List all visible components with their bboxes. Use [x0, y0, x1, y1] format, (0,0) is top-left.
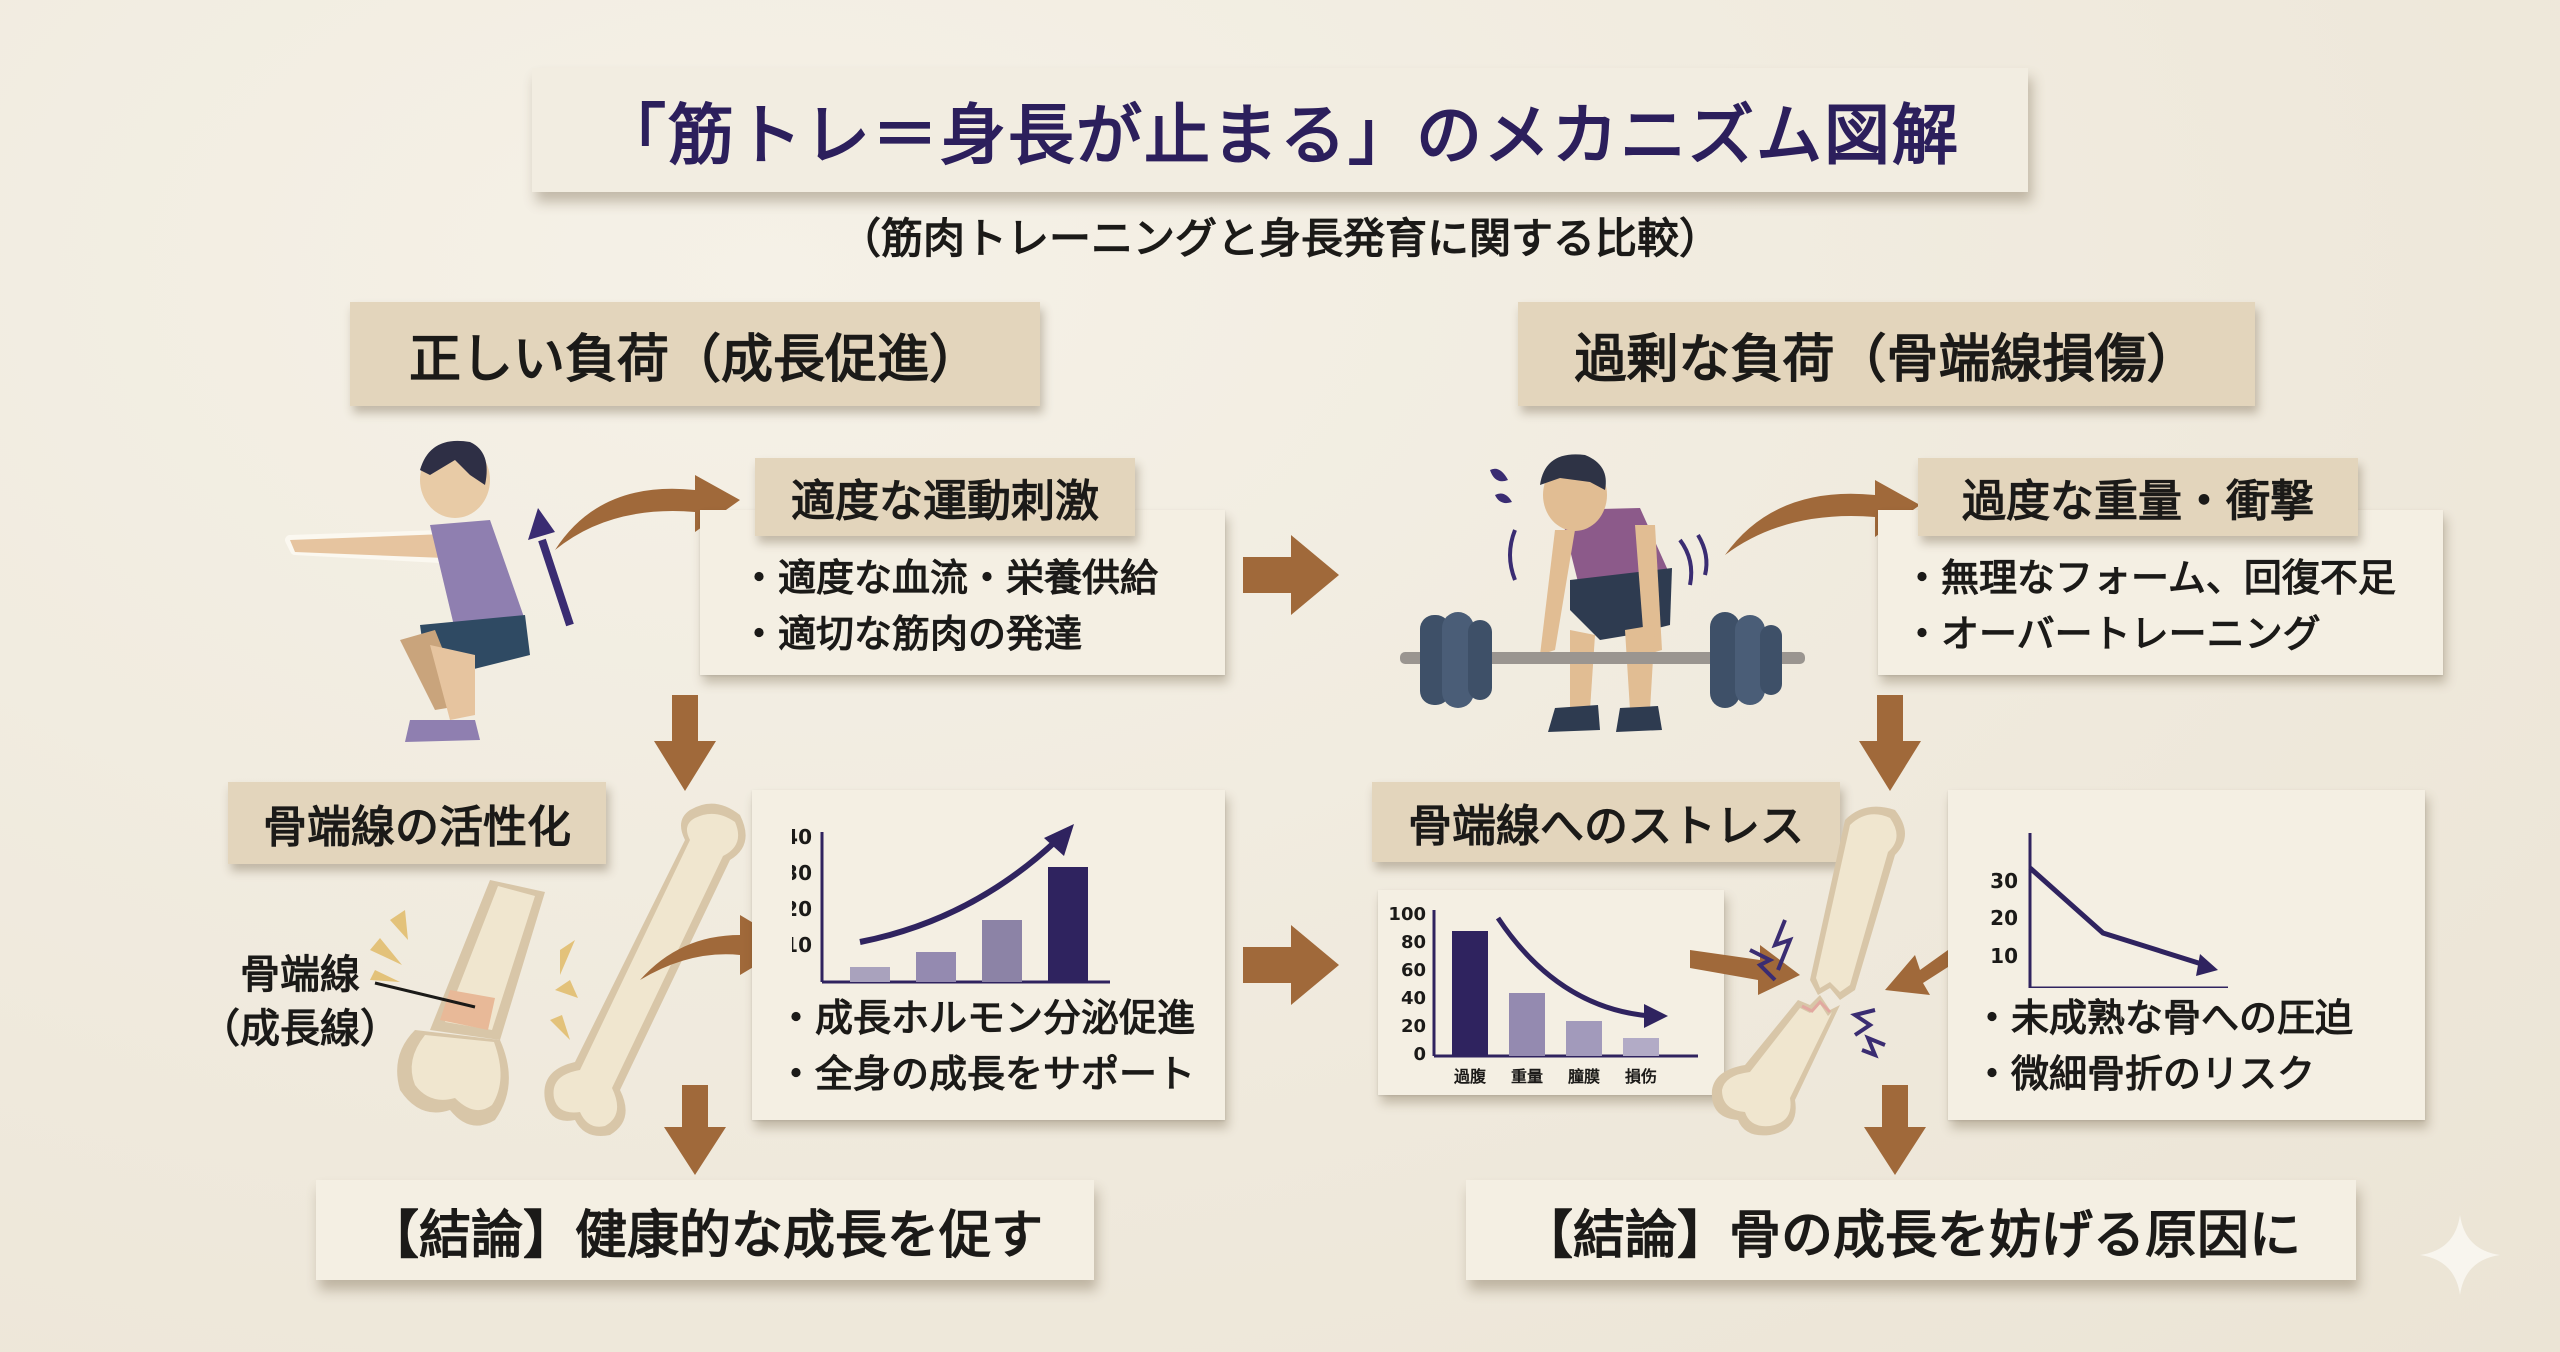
curved-arrow-icon [555, 475, 740, 550]
left-stimulus-card: ・適度な血流・栄養供給 ・適切な筋肉の発達 [700, 510, 1225, 675]
x-tick-label: 過腹 [1453, 1067, 1487, 1086]
risk-line-chart: 30 20 10 [1990, 833, 2228, 988]
svg-text:40: 40 [1401, 988, 1426, 1009]
svg-text:20: 20 [1401, 1016, 1426, 1037]
svg-text:10: 10 [1990, 944, 2018, 968]
bone-icon [544, 803, 746, 1136]
stress-bar-chart: 100 80 60 40 20 0 過腹 重量 膧膜 損伤 [1388, 904, 1698, 1086]
person-deadlift-icon [1400, 454, 1805, 732]
growth-plate-note: 骨端線 （成長線） [200, 952, 400, 1052]
growth-plate-label: 骨端線の活性化 [228, 782, 606, 864]
x-tick-label: 損伤 [1625, 1067, 1657, 1086]
down-arrow-icon [654, 695, 716, 791]
svg-text:20: 20 [1990, 906, 2018, 930]
svg-text:10: 10 [792, 933, 812, 957]
left-conclusion: 【結論】健康的な成長を促す [316, 1180, 1094, 1280]
person-squat-icon [285, 440, 574, 742]
curved-arrow-icon [1725, 480, 1920, 555]
svg-text:80: 80 [1401, 932, 1426, 953]
growth-plate-bone-icon [370, 880, 578, 1126]
bullet-item: ・適切な筋肉の発達 [740, 612, 1083, 656]
right-effect-card: 30 20 10 ・未成熟な骨への圧迫 ・微細骨折のリスク [1948, 790, 2425, 1120]
svg-text:100: 100 [1388, 904, 1426, 925]
bullet-item: ・未成熟な骨への圧迫 [1973, 996, 2354, 1040]
flow-arrow-icon [1243, 535, 1339, 615]
bullet-item: ・オーバートレーニング [1903, 612, 2321, 656]
svg-text:20: 20 [792, 897, 812, 921]
down-arrow-icon [1859, 695, 1921, 791]
svg-text:0: 0 [1413, 1044, 1426, 1065]
x-tick-label: 膧膜 [1568, 1067, 1600, 1086]
growth-bar-chart: 40 30 20 10 [792, 824, 1110, 984]
bullet-item: ・成長ホルモン分泌促進 [777, 996, 1196, 1040]
left-stimulus-label: 適度な運動刺激 [755, 458, 1135, 536]
page-title: 「筋トレ＝身長が止まる」のメカニズム図解 [532, 68, 2028, 192]
svg-text:30: 30 [792, 861, 812, 885]
down-arrow-icon [1864, 1085, 1926, 1175]
bullet-item: ・無理なフォーム、回復不足 [1903, 556, 2396, 600]
right-stimulus-card: ・無理なフォーム、回復不足 ・オーバートレーニング [1878, 510, 2443, 675]
sparkle-icon [2420, 1215, 2500, 1295]
left-section-title: 正しい負荷（成長促進） [350, 302, 1040, 406]
svg-text:30: 30 [1990, 869, 2018, 893]
down-arrow-icon [664, 1085, 726, 1175]
bullet-item: ・適度な血流・栄養供給 [740, 556, 1159, 600]
svg-text:60: 60 [1401, 960, 1426, 981]
left-effect-card: 40 30 20 10 ・成長ホルモン分泌促進 ・全身の成長をサポート [752, 790, 1225, 1120]
bullet-item: ・微細骨折のリスク [1973, 1052, 2316, 1096]
stress-chart-card: 100 80 60 40 20 0 過腹 重量 膧膜 損伤 [1378, 890, 1724, 1095]
right-conclusion: 【結論】骨の成長を妨げる原因に [1466, 1180, 2356, 1280]
bone-stress-label: 骨端線へのストレス [1372, 782, 1840, 862]
bullet-item: ・全身の成長をサポート [777, 1052, 1196, 1096]
right-section-title: 過剰な負荷（骨端線損傷） [1518, 302, 2255, 406]
svg-text:40: 40 [792, 825, 812, 849]
right-stimulus-label: 過度な重量・衝撃 [1918, 458, 2358, 536]
pointer-line [374, 981, 476, 1009]
x-tick-label: 重量 [1511, 1067, 1543, 1086]
flow-arrow-icon [1243, 925, 1339, 1005]
page-subtitle: （筋肉トレーニングと身長発育に関する比較） [838, 214, 1721, 263]
